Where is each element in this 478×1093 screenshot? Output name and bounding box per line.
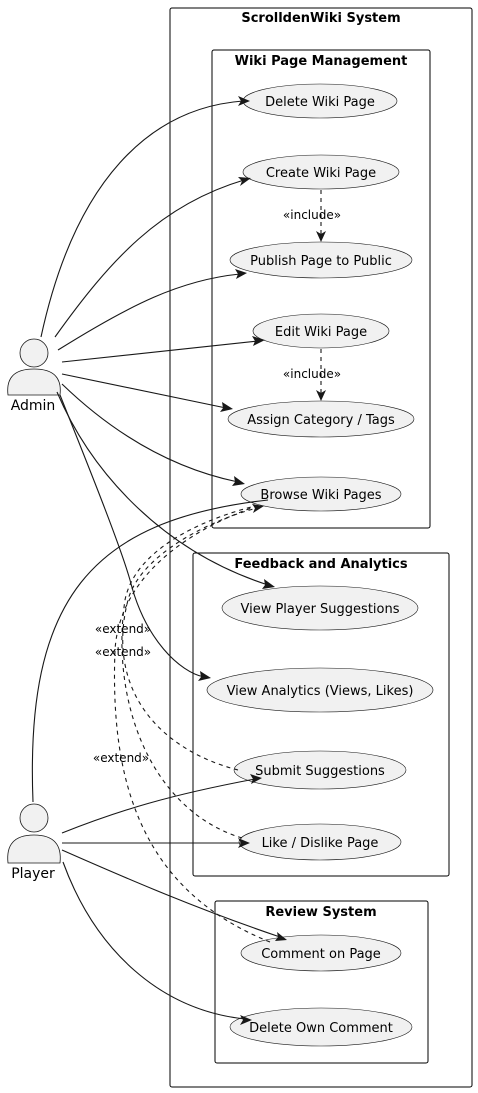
arrow-head bbox=[220, 402, 233, 412]
extend-label: «extend» bbox=[93, 751, 149, 765]
extend-label: «extend» bbox=[95, 645, 151, 659]
use-case-label: Edit Wiki Page bbox=[275, 325, 367, 340]
package-title-feedback: Feedback and Analytics bbox=[234, 557, 408, 572]
arrow-head bbox=[316, 390, 326, 401]
actor-label: Player bbox=[11, 866, 55, 882]
package-title-review: Review System bbox=[265, 905, 376, 920]
package-review-system bbox=[214, 900, 429, 1064]
arrow-head bbox=[238, 177, 251, 186]
edge-admin-edit-wiki bbox=[61, 340, 259, 363]
edge-player-submit bbox=[61, 778, 256, 834]
use-case-delete-own-comment: Delete Own Comment bbox=[229, 1007, 413, 1047]
use-case-label: Like / Dislike Page bbox=[262, 836, 379, 851]
use-case-label: View Analytics (Views, Likes) bbox=[227, 684, 414, 699]
arrow-head bbox=[275, 932, 287, 941]
arrow-head bbox=[235, 269, 247, 279]
use-case-edit-wiki-page: Edit Wiki Page bbox=[252, 313, 390, 349]
arrow-head bbox=[250, 774, 262, 784]
use-case-label: View Player Suggestions bbox=[240, 602, 399, 617]
edge-player-comment bbox=[61, 849, 281, 938]
extend-comment-browse bbox=[113, 504, 271, 943]
edge-admin-create-wiki bbox=[54, 179, 245, 338]
arrow-head bbox=[316, 231, 326, 242]
arrow-head bbox=[238, 96, 250, 106]
use-case-view-player-suggestions: View Player Suggestions bbox=[221, 585, 419, 631]
actor-player: Player bbox=[7, 803, 61, 882]
use-case-label: Browse Wiki Pages bbox=[260, 488, 381, 503]
arrow-head bbox=[262, 579, 275, 589]
actor-label: Admin bbox=[11, 398, 56, 414]
use-case-delete-wiki-page: Delete Wiki Page bbox=[242, 83, 398, 119]
person-body-icon bbox=[7, 834, 61, 864]
edge-admin-view-suggestions bbox=[56, 391, 269, 586]
arrow-head bbox=[240, 1015, 252, 1025]
arrow-head bbox=[198, 671, 211, 681]
use-case-label: Publish Page to Public bbox=[250, 254, 392, 269]
use-case-label: Submit Suggestions bbox=[255, 764, 385, 779]
package-wiki-page-management bbox=[211, 49, 431, 529]
use-case-comment-on-page: Comment on Page bbox=[240, 934, 402, 972]
person-icon bbox=[19, 803, 49, 833]
arrow-head bbox=[252, 336, 265, 346]
use-case-assign-category: Assign Category / Tags bbox=[227, 400, 415, 438]
use-case-label: Delete Wiki Page bbox=[265, 95, 375, 110]
person-body-icon bbox=[7, 368, 61, 396]
extend-submit-browse bbox=[122, 507, 258, 771]
edge-admin-view-analytics bbox=[59, 394, 205, 678]
use-case-label: Create Wiki Page bbox=[266, 166, 376, 181]
include-label: «include» bbox=[283, 208, 341, 222]
arrow-head bbox=[232, 476, 245, 486]
edge-admin-browse bbox=[61, 383, 239, 483]
package-title-wiki: Wiki Page Management bbox=[235, 54, 408, 69]
use-case-view-analytics: View Analytics (Views, Likes) bbox=[206, 667, 434, 713]
use-case-create-wiki-page: Create Wiki Page bbox=[242, 154, 400, 190]
use-case-publish-page: Publish Page to Public bbox=[229, 241, 413, 279]
person-icon bbox=[19, 338, 49, 368]
edge-admin-publish bbox=[57, 273, 241, 351]
use-case-like-dislike: Like / Dislike Page bbox=[238, 823, 402, 861]
use-case-label: Comment on Page bbox=[261, 947, 381, 962]
edge-player-delete-comment bbox=[62, 861, 246, 1020]
use-case-label: Delete Own Comment bbox=[249, 1021, 393, 1036]
extend-like-browse bbox=[121, 505, 256, 839]
edge-admin-delete-wiki bbox=[40, 100, 244, 338]
arrow-head bbox=[238, 838, 250, 848]
use-case-submit-suggestions: Submit Suggestions bbox=[233, 750, 407, 790]
include-label: «include» bbox=[283, 367, 341, 381]
package-feedback-analytics bbox=[192, 552, 450, 877]
edge-player-browse bbox=[31, 499, 269, 803]
actor-admin: Admin bbox=[7, 338, 61, 414]
use-case-browse-wiki-pages: Browse Wiki Pages bbox=[240, 476, 402, 512]
extend-label: «extend» bbox=[95, 622, 151, 636]
system-title: ScrolldenWiki System bbox=[241, 11, 400, 26]
use-case-label: Assign Category / Tags bbox=[247, 413, 395, 428]
edge-admin-assign-category bbox=[61, 373, 227, 409]
